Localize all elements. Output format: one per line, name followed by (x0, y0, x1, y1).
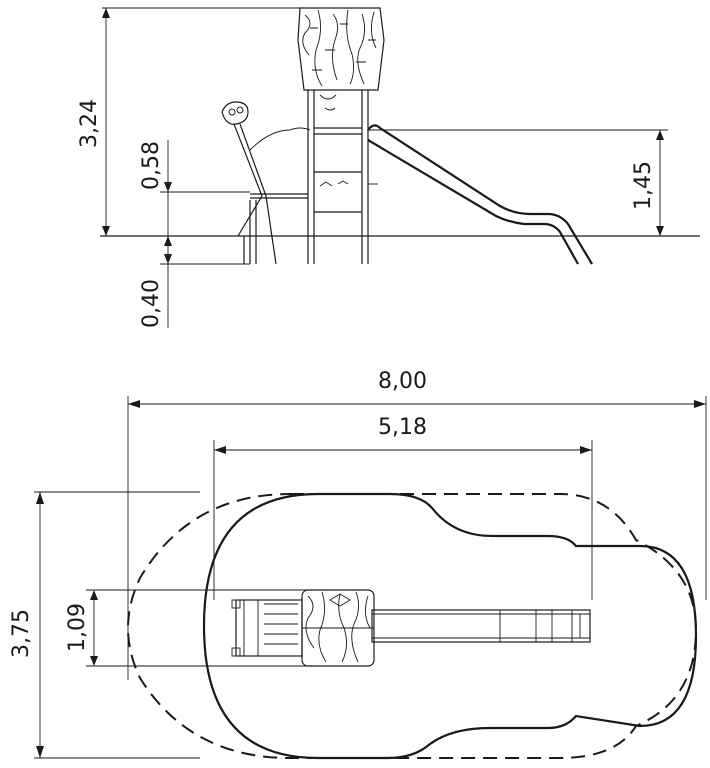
slide-side (367, 124, 593, 265)
safety-zone-outer (127, 493, 698, 759)
dim-slide-height: 1,45 (368, 129, 668, 236)
tower-panel (314, 171, 378, 187)
terrain-hill (249, 127, 311, 151)
dim-equipment-length-label: 5,18 (378, 415, 427, 440)
dim-overall-width-label: 3,75 (9, 609, 34, 658)
safety-zone-inner (202, 492, 698, 760)
dim-platform-height-label: 0,58 (139, 141, 164, 190)
dim-total-height-label: 3,24 (77, 99, 102, 148)
dim-platform-height: 0,58 (139, 140, 250, 246)
top-view: 8,00 5,18 3,75 1,09 (9, 369, 707, 760)
dim-overall-length-label: 8,00 (378, 369, 427, 394)
side-view: 3,24 0,58 0,40 1,45 (77, 7, 700, 328)
tower-roof (297, 7, 385, 91)
dim-foundation-depth-label: 0,40 (139, 279, 164, 328)
tower-posts (307, 90, 369, 264)
dim-overall-width: 3,75 (9, 491, 200, 759)
dim-total-height: 3,24 (77, 7, 300, 236)
dim-equipment-width: 1,09 (65, 589, 320, 667)
ladder-figure (221, 101, 277, 265)
dim-slide-height-label: 1,45 (631, 161, 656, 210)
dim-equipment-length: 5,18 (213, 415, 593, 600)
dim-foundation-depth: 0,40 (139, 236, 250, 328)
tower-top (301, 589, 375, 667)
dim-equipment-width-label: 1,09 (65, 603, 90, 652)
slide-top (371, 609, 591, 643)
platform-top (231, 599, 303, 657)
dim-overall-length: 8,00 (127, 369, 707, 680)
